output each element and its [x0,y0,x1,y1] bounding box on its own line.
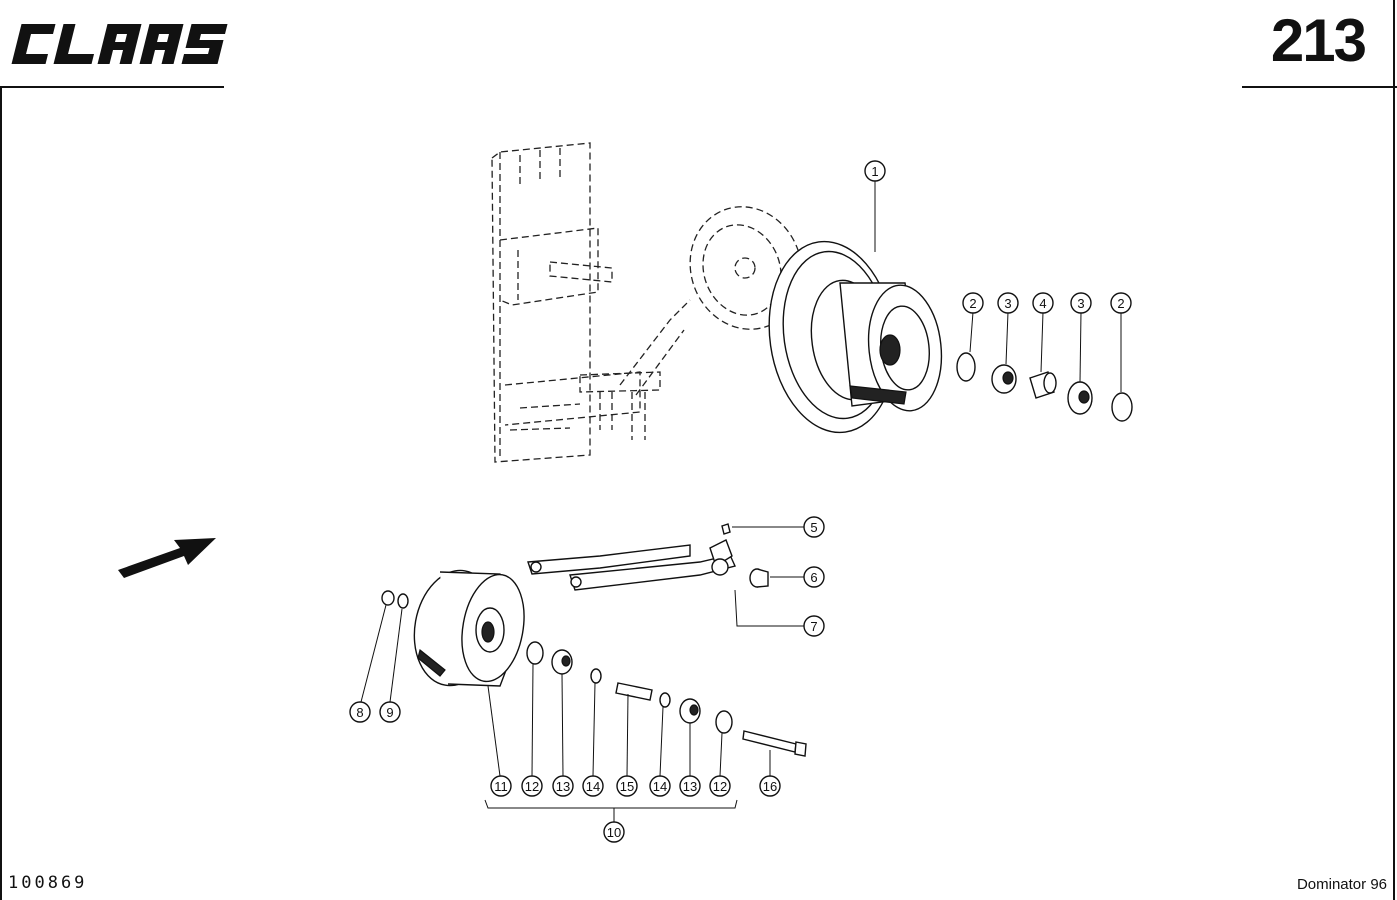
callout-10: 10 [603,821,625,843]
tension-arm-part [527,539,736,591]
callout-9: 9 [379,701,401,723]
svg-text:14: 14 [653,779,667,794]
page-number: 213 [1270,7,1367,74]
callout-12-left: 12 [521,775,543,797]
callout-3-upper-left: 3 [997,292,1019,314]
bearing-part-lower-right [679,698,701,724]
callout-2-upper-left: 2 [962,292,984,314]
callout-15: 15 [616,775,638,797]
svg-text:2: 2 [1117,296,1124,311]
machine-frame-outline [491,142,691,463]
idler-pulley-outline [689,206,803,330]
svg-text:11: 11 [494,779,508,794]
callout-1: 1 [864,160,886,182]
bolt-part-16 [742,730,807,757]
svg-text:14: 14 [586,779,600,794]
callout-2-upper-right: 2 [1110,292,1132,314]
callout-6: 6 [803,566,825,588]
header-rule-right [1242,86,1397,88]
bushing-part-6 [749,568,769,588]
leader-lines [360,180,1122,822]
large-pulley-part [768,240,943,434]
svg-text:3: 3 [1004,296,1011,311]
direction-arrow-icon [118,538,216,578]
ring-part-lower-left [590,668,602,684]
circlip-part-upper-right [1111,392,1133,422]
claas-logo [11,24,228,64]
svg-text:3: 3 [1077,296,1084,311]
callout-8: 8 [349,701,371,723]
circlip-part-upper-left [956,352,976,382]
header-rule-left [0,86,224,88]
bearing-part-upper-left [991,364,1017,394]
shaft-part-15 [615,682,653,701]
bearing-part-upper-right [1067,381,1093,415]
svg-text:4: 4 [1039,296,1046,311]
svg-text:15: 15 [620,779,634,794]
callout-13-right: 13 [679,775,701,797]
callout-14-left: 14 [582,775,604,797]
svg-text:10: 10 [607,825,621,840]
callout-5: 5 [803,516,825,538]
svg-text:12: 12 [713,779,727,794]
frame-border-right [1393,0,1395,900]
bearing-part-lower-left [551,649,573,675]
svg-text:13: 13 [556,779,570,794]
small-pulley-part [413,569,525,687]
callout-12-right: 12 [709,775,731,797]
circlip-part-lower-left [526,641,544,665]
svg-text:9: 9 [386,705,393,720]
model-name: Dominator 96 [1296,876,1387,893]
svg-text:8: 8 [356,705,363,720]
svg-text:2: 2 [969,296,976,311]
callout-13-left: 13 [552,775,574,797]
svg-text:1: 1 [871,164,878,179]
ring-part-lower-right [659,692,671,708]
callout-7: 7 [803,615,825,637]
nut-part-8 [381,590,395,606]
svg-text:6: 6 [810,570,817,585]
svg-text:16: 16 [763,779,777,794]
callout-4: 4 [1032,292,1054,314]
pin-part-5 [721,523,731,535]
drawing-code: 100869 [8,873,88,893]
spacer-part-upper [1029,371,1057,399]
circlip-part-lower-right [715,710,733,734]
frame-border-left [0,87,2,900]
callout-11: 11 [490,775,512,797]
svg-text:5: 5 [810,520,817,535]
svg-text:12: 12 [525,779,539,794]
svg-text:7: 7 [810,619,817,634]
callout-16: 16 [759,775,781,797]
washer-part-9 [397,593,409,609]
callout-3-upper-right: 3 [1070,292,1092,314]
svg-text:13: 13 [683,779,697,794]
callout-14-right: 14 [649,775,671,797]
